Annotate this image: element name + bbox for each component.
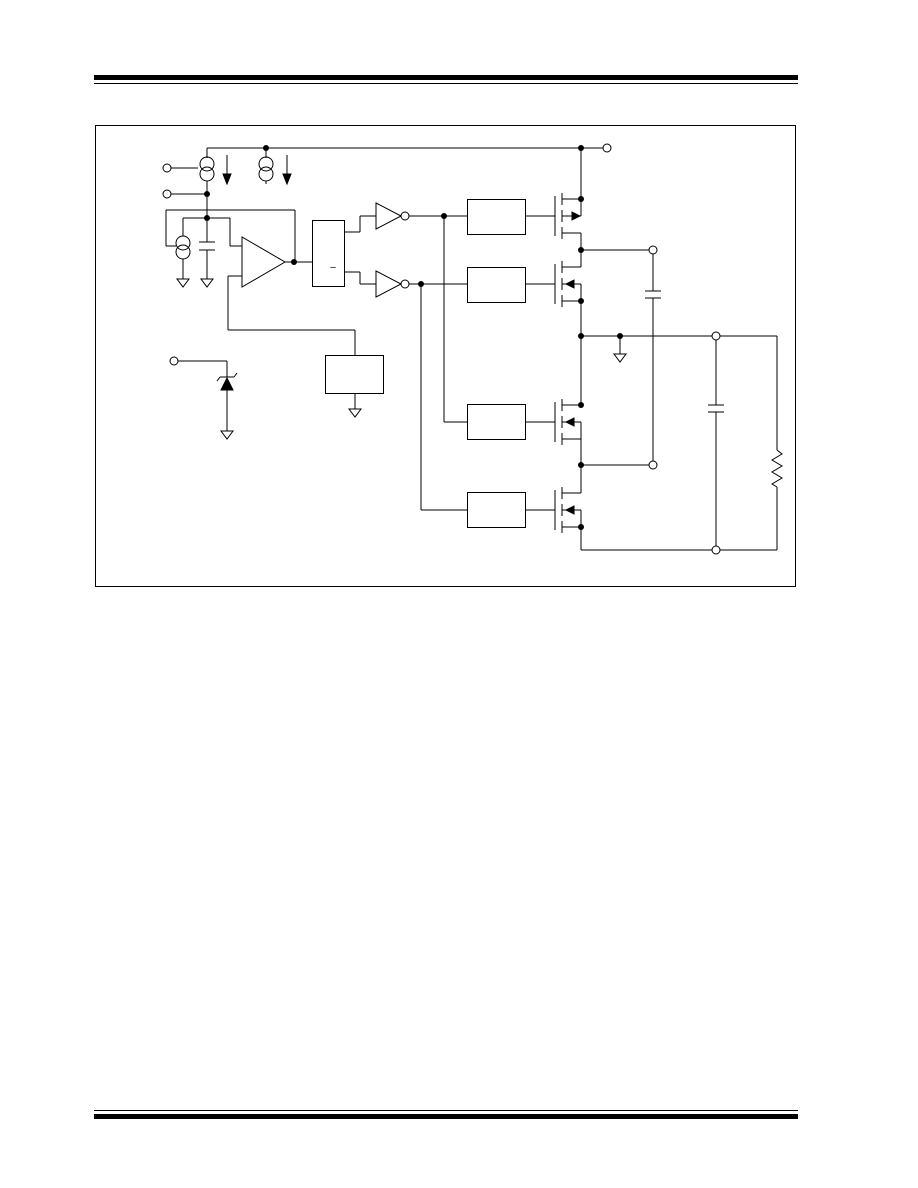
gate-driver-1 (467, 199, 526, 235)
input-terminal-2 (162, 189, 172, 199)
current-source-2 (258, 148, 274, 184)
zener-terminal (169, 356, 179, 366)
comparator (227, 236, 356, 355)
load-resistor (771, 336, 783, 550)
reference-block (325, 355, 384, 418)
inverter-buffer-top (375, 202, 467, 230)
gate-driver-2 (467, 267, 526, 303)
bias-network (165, 209, 296, 262)
vdd-terminal (602, 143, 612, 153)
timing-capacitor (199, 241, 215, 288)
mosfet-3 (525, 336, 584, 493)
header-rule-thick (94, 75, 798, 80)
logic-inverter-mark: – (330, 262, 336, 273)
header-rule-thin (94, 83, 798, 84)
input-terminal-1 (162, 163, 172, 173)
footer-rule-thick (94, 1114, 798, 1119)
current-source-1 (199, 148, 215, 210)
current-arrow-1-icon (222, 155, 232, 186)
zener-diode (169, 356, 238, 440)
logic-block: – (312, 215, 376, 287)
flying-capacitor (581, 245, 661, 470)
output-capacitor (708, 331, 777, 555)
supply-rail (207, 143, 612, 153)
footer-rule-thin (94, 1110, 798, 1111)
gate-driver-3 (467, 404, 526, 440)
figure-frame (95, 125, 796, 587)
mosfet-4 (525, 487, 712, 551)
ground-node (578, 333, 712, 363)
current-source-3 (175, 218, 191, 288)
mosfet-2 (525, 247, 584, 336)
mosfet-1 (525, 148, 584, 250)
gate-driver-4 (467, 492, 526, 528)
current-arrow-2-icon (282, 155, 292, 186)
